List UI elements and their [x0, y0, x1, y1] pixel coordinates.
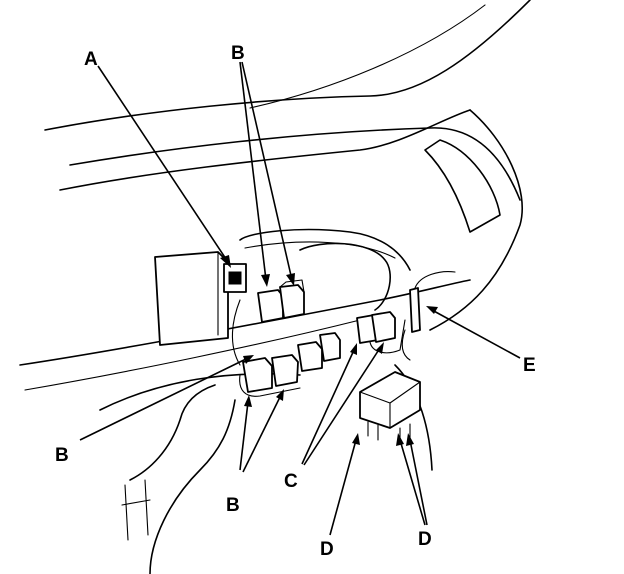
- relay-b-upper-right: [279, 284, 305, 319]
- label-d-left: D: [320, 539, 334, 560]
- floor-line: [394, 364, 433, 471]
- steering-column-left: [129, 384, 216, 481]
- relay-c-bracket: [369, 319, 406, 354]
- relay-c-right: [371, 311, 396, 343]
- dashboard-right-panel: [429, 109, 523, 331]
- dashboard-upper-edge: [69, 127, 521, 201]
- relay-b-lower-4: [319, 332, 341, 362]
- steering-column-right: [149, 399, 236, 574]
- windshield-edge: [249, 4, 486, 109]
- harness-down: [231, 299, 241, 366]
- label-b-left: B: [55, 445, 69, 466]
- relay-d-top-edge: [359, 381, 421, 429]
- label-e: E: [523, 355, 536, 376]
- relay-b-lower-1: [242, 357, 273, 393]
- label-d-right: D: [418, 529, 432, 550]
- label-c: C: [284, 471, 298, 492]
- control-unit-box: [154, 251, 229, 346]
- label-a: A: [84, 49, 98, 70]
- relay-b-bracket: [239, 374, 301, 397]
- relay-e-wire: [414, 271, 456, 289]
- relay-b-lower-3: [297, 341, 323, 372]
- label-b-bottom: B: [226, 495, 240, 516]
- relay-d-pins: [367, 421, 411, 443]
- label-b-top: B: [231, 43, 245, 64]
- windshield-frame: [44, 0, 531, 131]
- callout-pointers: [79, 61, 521, 536]
- relay-d-block: [359, 371, 421, 429]
- relay-b-upper-left: [257, 289, 284, 323]
- dashboard-top: [59, 109, 471, 191]
- relay-b-lower-2: [271, 354, 299, 387]
- harness-upper-2: [244, 241, 396, 259]
- dashboard-lower-edge-2: [24, 319, 361, 391]
- pedal-bracket: [121, 479, 151, 541]
- relay-e-bracket: [401, 329, 411, 361]
- relay-a-socket: [228, 271, 242, 285]
- harness-loop: [299, 242, 391, 311]
- harness-upper: [239, 228, 411, 271]
- air-vent: [424, 139, 501, 233]
- relay-e-body: [409, 287, 421, 333]
